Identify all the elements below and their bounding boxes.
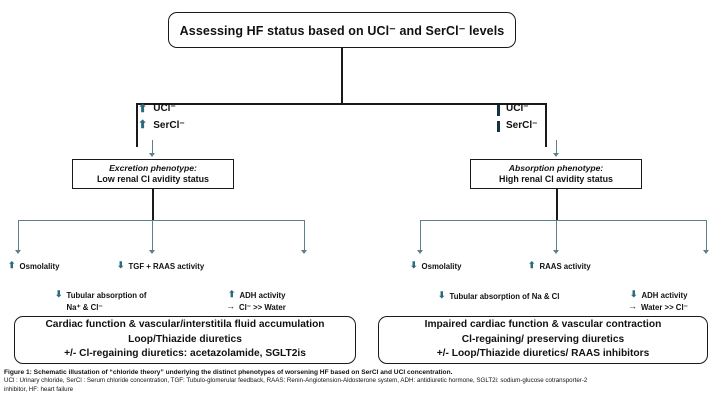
up-arrow-icon: [138, 120, 147, 131]
left-fan-stem: [152, 189, 154, 220]
branch-left-row-ucl: UCl⁻: [138, 101, 185, 118]
leaf-left-tgf-raas-text: TGF + RAAS activity: [128, 262, 205, 271]
outcome-right-line-1: Impaired cardiac function & vascular con…: [424, 318, 662, 330]
leaf-left-tubular-row: Tubular absorption of Na⁺ & Cl⁻: [55, 290, 147, 313]
branch-left-sercl-label: SerCl⁻: [153, 119, 185, 131]
outcome-left-line-3: +/- Cl-regaining diuretics: acetazolamid…: [64, 348, 306, 360]
title-box: Assessing HF status based on UCl⁻ and Se…: [168, 12, 516, 48]
caption-line-1: Figure 1: Schematic illustation of “chlo…: [4, 369, 453, 376]
leaf-right-raas-row: RAAS activity: [528, 261, 591, 273]
down-arrow-icon: [55, 290, 63, 299]
outcome-right-line-3: +/- Loop/Thiazide diuretics/ RAAS inhibi…: [436, 348, 650, 360]
right-fan-drop-3: [706, 220, 708, 251]
branch-right-drop: [545, 103, 547, 147]
branch-left-drop: [136, 103, 138, 147]
leaf-right-adh-sub-row: Water >> Cl⁻: [628, 302, 688, 314]
left-fan-bar: [18, 220, 304, 222]
down-arrow-icon: [117, 261, 125, 270]
leaf-right-adh-sub: Water >> Cl⁻: [641, 302, 688, 312]
arrowhead-right-node-3: [703, 250, 709, 254]
right-arrow-icon: [628, 302, 637, 311]
branch-left-labels: UCl⁻ SerCl⁻: [138, 101, 185, 135]
branch-right-ucl-label: UCl⁻: [506, 103, 529, 114]
leaf-right-tubular-text: Tubular absorption of Na & Cl: [449, 292, 560, 301]
branch-right-labels: UCl⁻ SerCl⁻: [497, 101, 537, 134]
leaf-right-raas: RAAS activity: [528, 261, 591, 273]
outcome-right-line-2: Cl-regaining/ preserving diuretics: [461, 333, 625, 345]
leaf-left-tubular-sub: Na⁺ & Cl⁻: [66, 302, 103, 312]
leaf-left-tubular-text: Tubular absorption of: [66, 291, 147, 300]
outcome-left-line-1: Cardiac function & vascular/interstitila…: [45, 318, 325, 330]
branch-right-row-ucl: UCl⁻: [497, 101, 537, 118]
right-fan-bar: [420, 220, 706, 222]
leaf-left-adh-row: ADH activity: [228, 290, 286, 302]
phenotype-box-excretion: Excretion phenotype: Low renal Cl avidit…: [72, 159, 234, 189]
connector-left-to-phenotype: [152, 140, 154, 154]
left-fan-drop-1: [18, 220, 20, 251]
right-fan-drop-1: [420, 220, 422, 251]
leaf-left-tgf-raas: TGF + RAAS activity: [117, 261, 205, 273]
trunk-vertical: [341, 48, 343, 104]
phenotype-box-absorption: Absorption phenotype: High renal Cl avid…: [470, 159, 642, 189]
branch-right-sercl-label: SerCl⁻: [506, 119, 538, 131]
phenotype-left-status: Low renal Cl avidity status: [97, 173, 209, 184]
arrowhead-left-phenotype: [149, 153, 155, 157]
phenotype-right-status: High renal Cl avidity status: [499, 173, 613, 184]
leaf-left-tgf-raas-row: TGF + RAAS activity: [117, 261, 205, 273]
outcome-box-right: Impaired cardiac function & vascular con…: [378, 316, 708, 364]
leaf-right-adh-row: ADH activity: [630, 290, 688, 302]
leaf-left-osmolality-row: Osmolality: [8, 261, 60, 273]
figure-caption: Figure 1: Schematic illustation of “chlo…: [4, 368, 720, 395]
up-arrow-icon: [8, 261, 16, 270]
leaf-left-adh-sub-row: Cl⁻ >> Water: [226, 302, 286, 314]
arrowhead-left-node-1: [15, 250, 21, 254]
leaf-left-tubular-absorption: Tubular absorption of Na⁺ & Cl⁻: [55, 290, 147, 313]
down-arrow-icon: [497, 104, 500, 116]
branch-right-row-sercl: SerCl⁻: [497, 118, 537, 135]
leaf-left-adh-text: ADH activity: [239, 291, 286, 300]
down-arrow-icon: [438, 291, 446, 300]
leaf-left-adh-sub: Cl⁻ >> Water: [239, 302, 286, 312]
right-fan-drop-2: [556, 220, 558, 251]
phenotype-left-title: Excretion phenotype:: [109, 162, 197, 173]
branch-left-ucl-label: UCl⁻: [153, 103, 176, 114]
arrowhead-left-node-3: [301, 250, 307, 254]
phenotype-right-title: Absorption phenotype:: [508, 162, 604, 173]
down-arrow-icon: [497, 121, 500, 133]
leaf-right-raas-text: RAAS activity: [539, 262, 591, 271]
title-text: Assessing HF status based on UCl⁻ and Se…: [179, 23, 505, 38]
down-arrow-icon: [630, 290, 638, 299]
leaf-right-tubular-absorption: Tubular absorption of Na & Cl: [438, 291, 560, 303]
leaf-left-osmolality: Osmolality: [8, 261, 60, 273]
arrowhead-right-node-1: [417, 250, 423, 254]
down-arrow-icon: [410, 261, 418, 270]
trunk-horizontal: [136, 103, 546, 105]
branch-left-row-sercl: SerCl⁻: [138, 118, 185, 135]
caption-line-3: inhibitor, HF: heart failure: [4, 386, 74, 394]
leaf-right-osmolality-text: Osmolality: [421, 262, 462, 271]
outcome-left-line-2: Loop/Thiazide diuretics: [128, 333, 242, 345]
up-arrow-icon: [228, 290, 236, 299]
arrowhead-right-node-2: [553, 250, 559, 254]
arrowhead-right-phenotype: [553, 153, 559, 157]
leaf-right-osmolality-row: Osmolality: [410, 261, 462, 273]
left-fan-drop-3: [304, 220, 306, 251]
caption-line-2: UCl : Urinary chloride, SerCl : Serum ch…: [4, 377, 588, 385]
outcome-box-left: Cardiac function & vascular/interstitila…: [14, 316, 356, 364]
leaf-right-adh: ADH activity Water >> Cl⁻: [630, 290, 688, 313]
up-arrow-icon: [528, 261, 536, 270]
leaf-left-adh: ADH activity Cl⁻ >> Water: [228, 290, 286, 313]
leaf-right-tubular-row: Tubular absorption of Na & Cl: [438, 291, 560, 303]
leaf-right-osmolality: Osmolality: [410, 261, 462, 273]
connector-right-to-phenotype: [556, 140, 558, 154]
right-arrow-icon: [226, 302, 235, 311]
arrowhead-left-node-2: [149, 250, 155, 254]
right-fan-stem: [556, 189, 558, 220]
leaf-left-osmolality-text: Osmolality: [19, 262, 60, 271]
leaf-right-adh-text: ADH activity: [641, 291, 688, 300]
up-arrow-icon: [138, 104, 147, 115]
left-fan-drop-2: [152, 220, 154, 251]
